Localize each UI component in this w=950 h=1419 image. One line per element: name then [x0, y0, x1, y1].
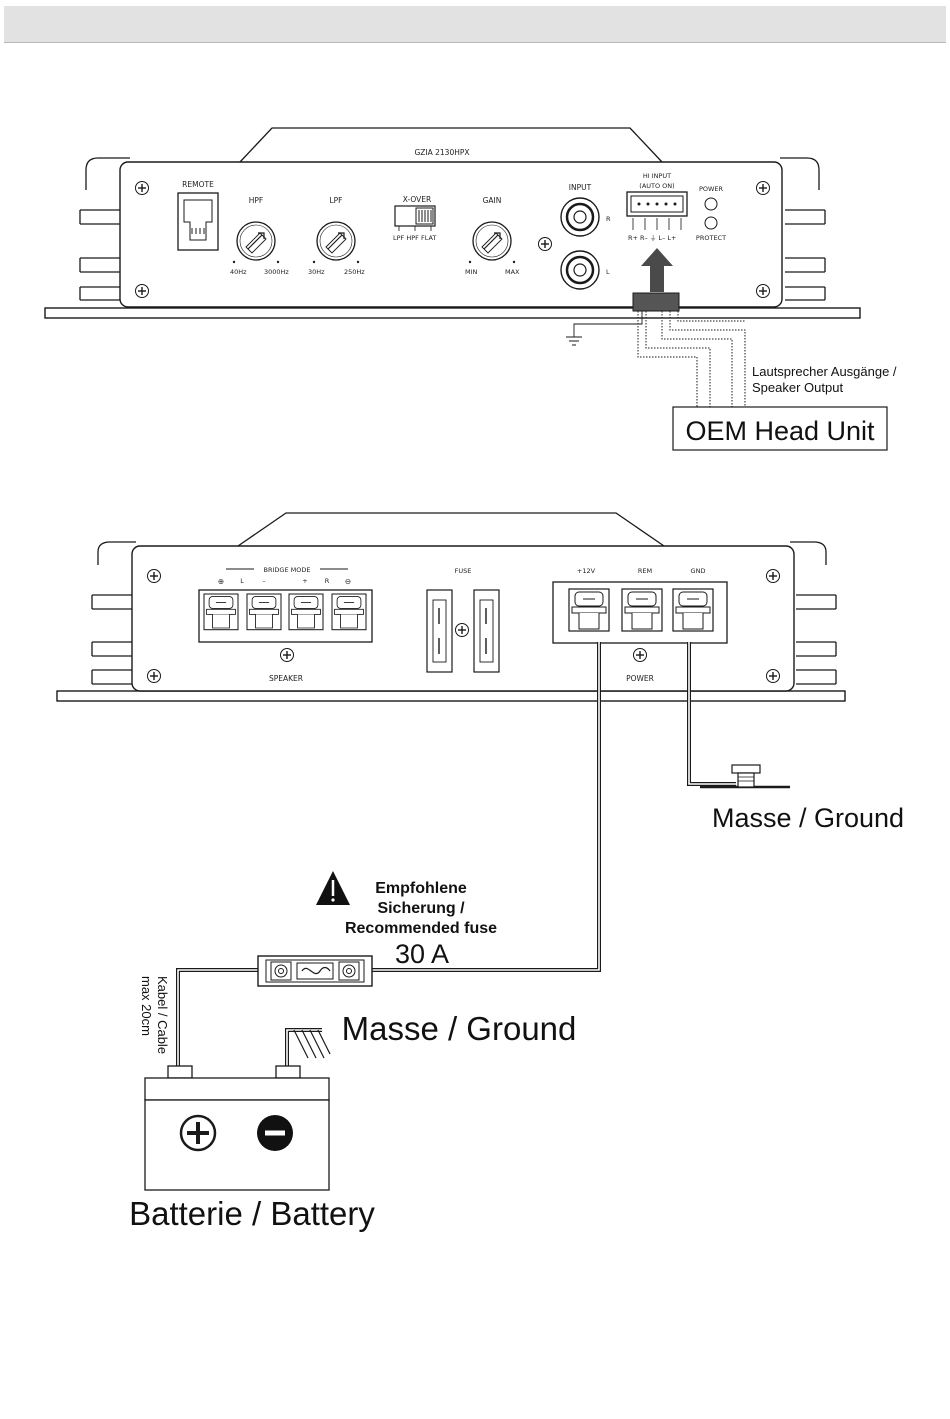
hpf-max: 3000Hz — [264, 268, 289, 276]
hpf-min: 40Hz — [230, 268, 247, 276]
bridge-mode-label: BRIDGE MODE — [264, 566, 311, 574]
amp-rear-base — [56, 690, 846, 702]
power-led-label: POWER — [699, 185, 724, 193]
header-bar — [4, 6, 946, 43]
rca-jack-r — [560, 197, 600, 237]
power-led — [704, 197, 718, 211]
cable-note-line2: max 20cm — [139, 976, 154, 1036]
lpf-label: LPF — [329, 196, 342, 205]
fuse-note-line1: Empfohlene — [375, 880, 467, 897]
rem-label: REM — [638, 567, 652, 575]
ground-label-2: Masse / Ground — [342, 1010, 577, 1047]
xover-options: LPF HPF FLAT — [393, 234, 436, 242]
speaker-output-line1: Lautsprecher Ausgänge / — [752, 364, 897, 379]
harness-plug — [632, 292, 680, 312]
amp-rear: BRIDGE MODE ⊕ L – + R ⊖ SPEAKER FUSE +1 — [56, 512, 846, 702]
remote-port — [177, 192, 219, 251]
panel-fuse-right — [473, 589, 500, 673]
harness-wiring — [566, 311, 746, 407]
gain-knob — [472, 221, 512, 261]
speaker-label: SPEAKER — [269, 674, 303, 683]
cable-note-line1: Kabel / Cable — [155, 976, 170, 1054]
hi-input-line1: HI INPUT — [643, 172, 671, 180]
power-wiring — [176, 642, 736, 1068]
battery — [144, 1065, 330, 1191]
amp-front: GZIA 2130HPX REMOTE HPF 40Hz 3000Hz LPF … — [44, 127, 861, 319]
rca-l-label: L — [606, 268, 610, 276]
battery-plus-icon — [179, 1114, 217, 1152]
head-unit-label: OEM Head Unit — [685, 416, 875, 446]
rca-jack-l — [560, 250, 600, 290]
amp-front-base — [44, 307, 861, 319]
xover-label: X-OVER — [403, 195, 432, 204]
fuse-note-line2: Sicherung / — [377, 900, 465, 917]
speaker-terminal-block — [198, 589, 373, 643]
fuse-panel-label: FUSE — [455, 567, 472, 575]
protect-led-label: PROTECT — [696, 234, 726, 242]
amp-model-label: GZIA 2130HPX — [414, 148, 469, 157]
plus12v-label: +12V — [577, 567, 596, 575]
rca-input-label: INPUT — [569, 183, 592, 192]
bridge-mark-4: R — [325, 577, 330, 585]
connect-arrow — [641, 248, 673, 292]
hi-input-connector — [626, 191, 688, 230]
speaker-output-line2: Speaker Output — [752, 380, 843, 395]
warning-icon — [316, 871, 350, 905]
hpf-knob — [236, 221, 276, 261]
hi-input-pins: R+ R– ⏚ L– L+ — [628, 234, 676, 242]
protect-led — [704, 216, 718, 230]
ground-label-1: Masse / Ground — [712, 803, 904, 833]
lpf-min: 30Hz — [308, 268, 325, 276]
head-unit-box: OEM Head Unit — [672, 406, 888, 451]
bridge-mark-5: ⊖ — [345, 577, 351, 586]
amp-front-panel — [119, 161, 783, 308]
fuse-value: 30 A — [395, 939, 449, 969]
lpf-max: 250Hz — [344, 268, 365, 276]
battery-minus-icon — [257, 1115, 293, 1151]
rca-r-label: R — [606, 215, 611, 223]
hpf-label: HPF — [249, 196, 263, 205]
power-terminal-block — [552, 581, 728, 644]
gain-label: GAIN — [483, 196, 502, 205]
bridge-mark-1: L — [240, 577, 244, 585]
bridge-mark-2: – — [262, 577, 265, 585]
fuse-note-line3: Recommended fuse — [345, 920, 497, 937]
inline-fuse-holder — [257, 955, 373, 987]
hi-input-line2: (AUTO ON) — [639, 182, 674, 190]
gain-min: MIN — [465, 268, 478, 276]
bridge-mark-3: + — [302, 577, 307, 585]
chassis-ground-bolt — [700, 764, 790, 789]
panel-fuse-left — [426, 589, 453, 673]
remote-label: REMOTE — [182, 180, 214, 189]
gain-max: MAX — [505, 268, 520, 276]
battery-ground-symbol — [285, 1028, 331, 1068]
cable-note: Kabel / Cable max 20cm — [139, 976, 170, 1054]
power-label: POWER — [626, 674, 654, 683]
lpf-knob — [316, 221, 356, 261]
xover-switch — [394, 205, 436, 231]
battery-label: Batterie / Battery — [129, 1195, 375, 1232]
gnd-label: GND — [691, 567, 706, 575]
bridge-mark-0: ⊕ — [218, 577, 224, 586]
